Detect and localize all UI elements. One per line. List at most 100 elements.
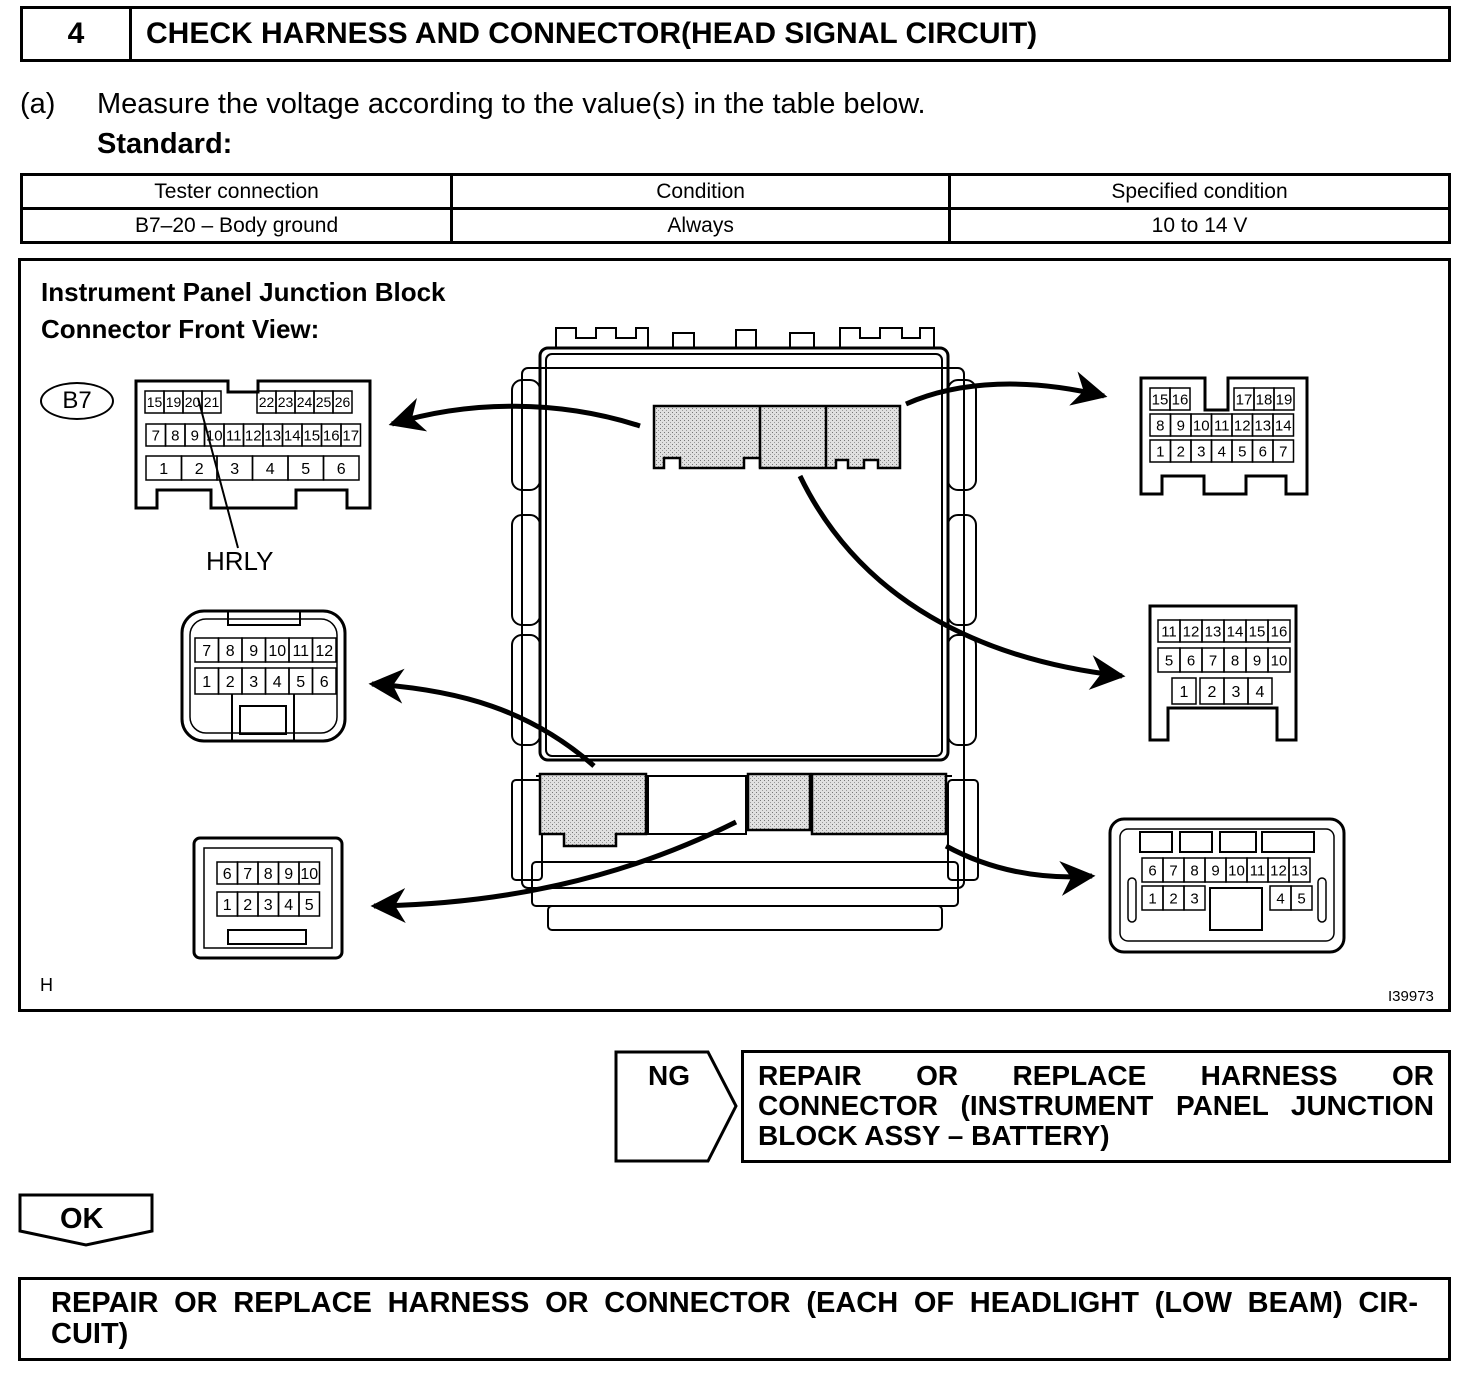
pin-number: 6 [1259,443,1267,460]
pin-number: 7 [1279,443,1287,460]
pin-number: 12 [1183,623,1200,640]
pin-number: 9 [249,643,258,660]
arrow-to-mid-right [797,474,1126,690]
pin-cell [1267,619,1291,643]
arrow-to-b7 [388,398,641,432]
pin-number: 3 [1190,890,1198,907]
pin-number: 8 [1190,862,1198,879]
pin-number: 4 [273,674,282,691]
ng-arrow-box [614,1050,738,1163]
step-label: (a) [20,88,56,120]
pin-number: 2 [243,897,252,914]
pin-number: 8 [171,427,179,444]
table-header-cell: Tester connection [19,173,454,210]
pin-number: 8 [226,643,235,660]
pin-number: 5 [1238,443,1246,460]
spec-table: Tester connection Condition Specified co… [19,173,1451,244]
pin-number: 6 [320,674,329,691]
connector-bottom-left-body [192,836,344,960]
pin-number: 10 [268,643,286,660]
pin-number: 9 [1211,862,1219,879]
pin-number: 11 [226,427,242,444]
pin-number: 9 [1253,652,1261,669]
pin-number: 5 [1165,652,1173,669]
junction-block [511,327,979,931]
pin-number: 16 [1271,623,1288,640]
standard-label: Standard: [97,128,233,160]
pin-cell [1247,677,1273,705]
pin-number: 4 [266,461,275,478]
connector-arrows [368,371,1126,923]
pin-number: 14 [284,427,301,444]
pin-number: 1 [1180,684,1189,701]
pin-number: 10 [1193,417,1210,434]
pin-callout-label: HRLY [206,546,274,576]
pin-number: 14 [1275,417,1292,434]
pin-cell [1272,439,1295,463]
arrow-to-bottom-left [370,819,738,923]
pin-number: 12 [245,427,262,444]
pin-cell [1288,857,1311,883]
pin-number: 16 [323,427,340,444]
step-title: CHECK HARNESS AND CONNECTOR(HEAD SIGNAL … [129,6,1451,62]
pin-number: 5 [305,897,314,914]
pin-number: 5 [301,461,310,478]
pin-number: 15 [147,394,163,410]
table-header-cell: Condition [450,173,952,210]
step-number-text: 4 [67,17,85,50]
pin-number: 2 [195,461,204,478]
junction-upper-connectors [652,404,902,470]
connector-id-text: B7 [62,387,92,414]
arrow-to-top-right [904,371,1108,407]
pin-cell [340,423,362,447]
pin-number: 10 [300,866,318,883]
pin-number: 3 [1232,684,1241,701]
pin-number: 12 [1234,417,1251,434]
figure-id: I39973 [1388,988,1434,1005]
pin-number: 13 [1254,417,1271,434]
pin-number: 15 [303,427,320,444]
pin-number: 16 [1172,391,1189,408]
connector-mid-right-body [1148,604,1298,742]
pin-number: 8 [264,866,273,883]
pin-number: 6 [223,866,232,883]
arrow-to-bottom-right [944,843,1096,896]
figure-frame [18,258,1451,1012]
connector-top-right-body [1139,376,1309,496]
pin-number: 19 [1276,391,1293,408]
pin-number: 21 [204,394,220,410]
ng-action-line1: REPAIR OR REPLACE HARNESS OR [758,1060,1434,1091]
pin-number: 7 [243,866,252,883]
final-action-line1: REPAIR OR REPLACE HARNESS OR CONNECTOR (… [51,1287,1418,1319]
connector-id-badge: B7 [40,382,114,420]
ng-label: NG [648,1060,690,1091]
table-cell: 10 to 14 V [948,207,1451,244]
pin-number: 15 [1152,391,1169,408]
ng-action-box: REPAIR OR REPLACE HARNESS OR CONNECTOR (… [741,1050,1451,1163]
pin-cell [201,390,222,414]
pin-number: 12 [315,643,333,660]
pin-number: 13 [1205,623,1222,640]
pin-number: 9 [284,866,293,883]
figure-title-line1: Instrument Panel Junction Block [41,277,446,307]
pin-number: 10 [1271,652,1288,669]
pin-number: 13 [1291,862,1308,879]
table-header-cell: Specified condition [948,173,1451,210]
pin-cell [332,390,353,414]
pin-number: 7 [1209,652,1217,669]
figure-title-line2: Connector Front View: [41,314,320,344]
pin-number: 11 [1250,862,1266,879]
pin-cell [322,455,360,481]
ng-action-line2: CONNECTOR (INSTRUMENT PANEL JUNCTION [758,1090,1434,1121]
pin-number: 2 [1208,684,1217,701]
arrow-to-mid-left [368,668,596,768]
pin-number: 4 [1256,684,1265,701]
table-cell: Always [450,207,952,244]
pin-number: 26 [335,394,351,410]
